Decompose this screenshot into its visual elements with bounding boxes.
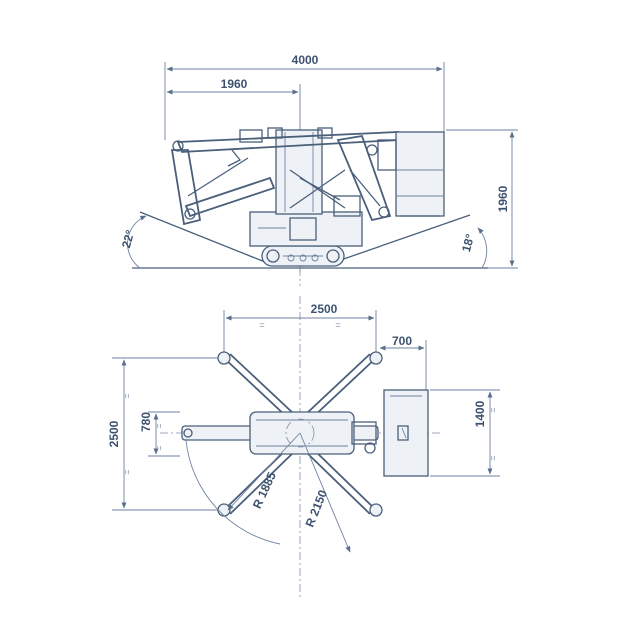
angle-right-label: 18° [459,232,477,253]
top-view: 2500 = = 700 2500 = = 780 = = [107,296,500,600]
chassis [249,211,363,247]
dimension-platform-width: 1400 = = [430,389,500,477]
side-view: 4000 1960 1960 22° 18° [119,53,518,286]
dimension-height: 1960 [446,129,518,269]
outrigger-arms [217,351,383,517]
dimension-total-length: 4000 [164,53,445,140]
equal-mark-track-upper: = [154,423,164,428]
dim-height-label: 1960 [496,185,510,212]
turret-hub [285,418,315,448]
ramp-right [334,214,471,263]
equal-mark-platform-lower: = [488,455,498,460]
equal-mark-top-right: = [335,320,340,330]
dimension-track-width: 780 = = [139,411,180,457]
right-boom-arm [333,134,392,222]
scissor-links [289,169,346,209]
platform-top-view [383,389,429,477]
platform-basket [377,131,445,217]
dim-front-length-label: 1960 [221,77,248,91]
radius-outer-label: R 2150 [303,488,331,529]
ramp-left [139,211,266,263]
equal-mark-left-lower: = [122,469,132,474]
dim-total-length-label: 4000 [292,53,319,67]
dimension-outrigger-width: 2500 = = [223,302,377,352]
left-outrigger-arm [170,140,276,226]
dim-platform-width-label: 1400 [473,400,487,427]
dim-platform-offset-label: 700 [392,334,412,348]
equal-mark-top-left: = [259,320,264,330]
boom-top-view [181,411,379,455]
angle-left-label: 22° [119,228,137,249]
dim-outrigger-width-label: 2500 [311,302,338,316]
equal-mark-left-upper: = [122,393,132,398]
equal-mark-platform-upper: = [488,407,498,412]
dimension-platform-offset: 700 [379,334,427,392]
dim-track-width-label: 780 [139,412,153,432]
dim-overall-width-label: 2500 [107,420,121,447]
dimension-overall-width: 2500 = = [107,357,222,511]
equal-mark-track-lower: = [154,445,164,450]
crawler-track [261,245,345,267]
